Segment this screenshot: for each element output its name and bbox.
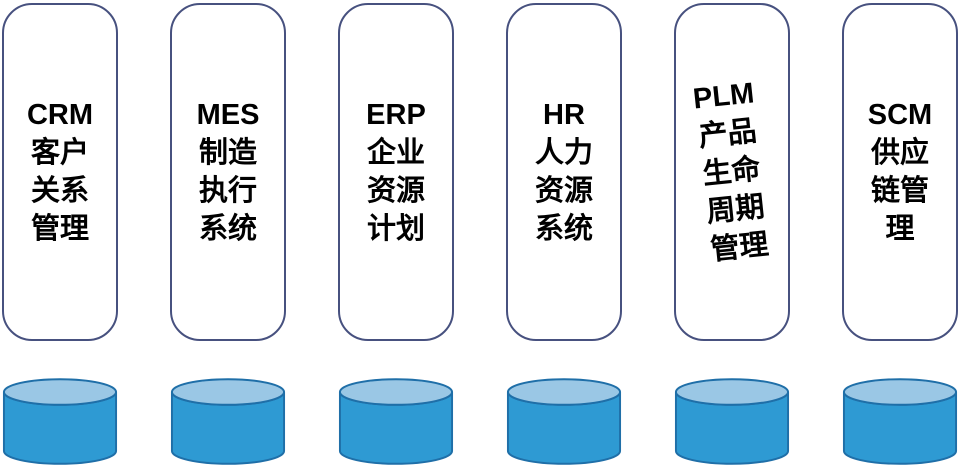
label-line: 关系 xyxy=(30,175,89,207)
label-line: 执行 xyxy=(198,175,257,207)
label-line: CRM xyxy=(26,99,94,131)
system-column-mes: MES 制造 执行 系统 xyxy=(170,0,286,466)
system-card-mes: MES 制造 执行 系统 xyxy=(170,3,286,341)
label-line: MES xyxy=(196,99,260,131)
label-line: 管理 xyxy=(709,228,771,267)
system-label-plm: PLM 产品 生命 周期 管理 xyxy=(692,74,773,269)
system-label-erp: ERP 企业 资源 计划 xyxy=(366,96,426,248)
label-line: 链管 xyxy=(870,175,929,207)
system-label-crm: CRM 客户 关系 管理 xyxy=(27,96,93,248)
label-line: 周期 xyxy=(705,190,767,229)
label-line: 生命 xyxy=(701,153,763,191)
system-label-scm: SCM 供应 链管 理 xyxy=(868,96,932,248)
system-column-erp: ERP 企业 资源 计划 xyxy=(338,0,454,466)
system-card-erp: ERP 企业 资源 计划 xyxy=(338,3,454,341)
label-line: 管理 xyxy=(30,213,89,245)
system-label-mes: MES 制造 执行 系统 xyxy=(197,96,260,248)
database-cylinder-icon xyxy=(338,378,454,465)
system-column-crm: CRM 客户 关系 管理 xyxy=(2,0,118,466)
system-card-hr: HR 人力 资源 系统 xyxy=(506,3,622,341)
label-line: 系统 xyxy=(198,213,257,245)
label-line: HR xyxy=(543,99,585,131)
database-cylinder-icon xyxy=(2,378,118,465)
label-line: PLM xyxy=(691,77,757,116)
database-cylinder-icon xyxy=(506,378,622,465)
system-label-hr: HR 人力 资源 系统 xyxy=(535,96,593,248)
label-line: 供应 xyxy=(870,137,929,169)
database-cylinder-icon xyxy=(842,378,958,465)
system-card-plm: PLM 产品 生命 周期 管理 xyxy=(674,3,790,341)
system-card-crm: CRM 客户 关系 管理 xyxy=(2,3,118,341)
label-line: SCM xyxy=(867,99,933,131)
system-column-plm: PLM 产品 生命 周期 管理 xyxy=(674,0,790,466)
database-cylinder-icon xyxy=(674,378,790,465)
label-line: 制造 xyxy=(198,137,257,169)
label-line: 理 xyxy=(885,213,915,245)
database-cylinder-icon xyxy=(170,378,286,465)
label-line: 系统 xyxy=(534,213,593,245)
label-line: 资源 xyxy=(366,175,425,207)
label-line: 产品 xyxy=(697,115,759,154)
system-card-scm: SCM 供应 链管 理 xyxy=(842,3,958,341)
system-column-scm: SCM 供应 链管 理 xyxy=(842,0,958,466)
label-line: 人力 xyxy=(534,137,593,169)
label-line: 资源 xyxy=(534,175,593,207)
label-line: 客户 xyxy=(30,137,89,169)
label-line: 计划 xyxy=(366,213,425,245)
label-line: 企业 xyxy=(366,137,425,169)
label-line: ERP xyxy=(366,99,426,131)
system-column-hr: HR 人力 资源 系统 xyxy=(506,0,622,466)
